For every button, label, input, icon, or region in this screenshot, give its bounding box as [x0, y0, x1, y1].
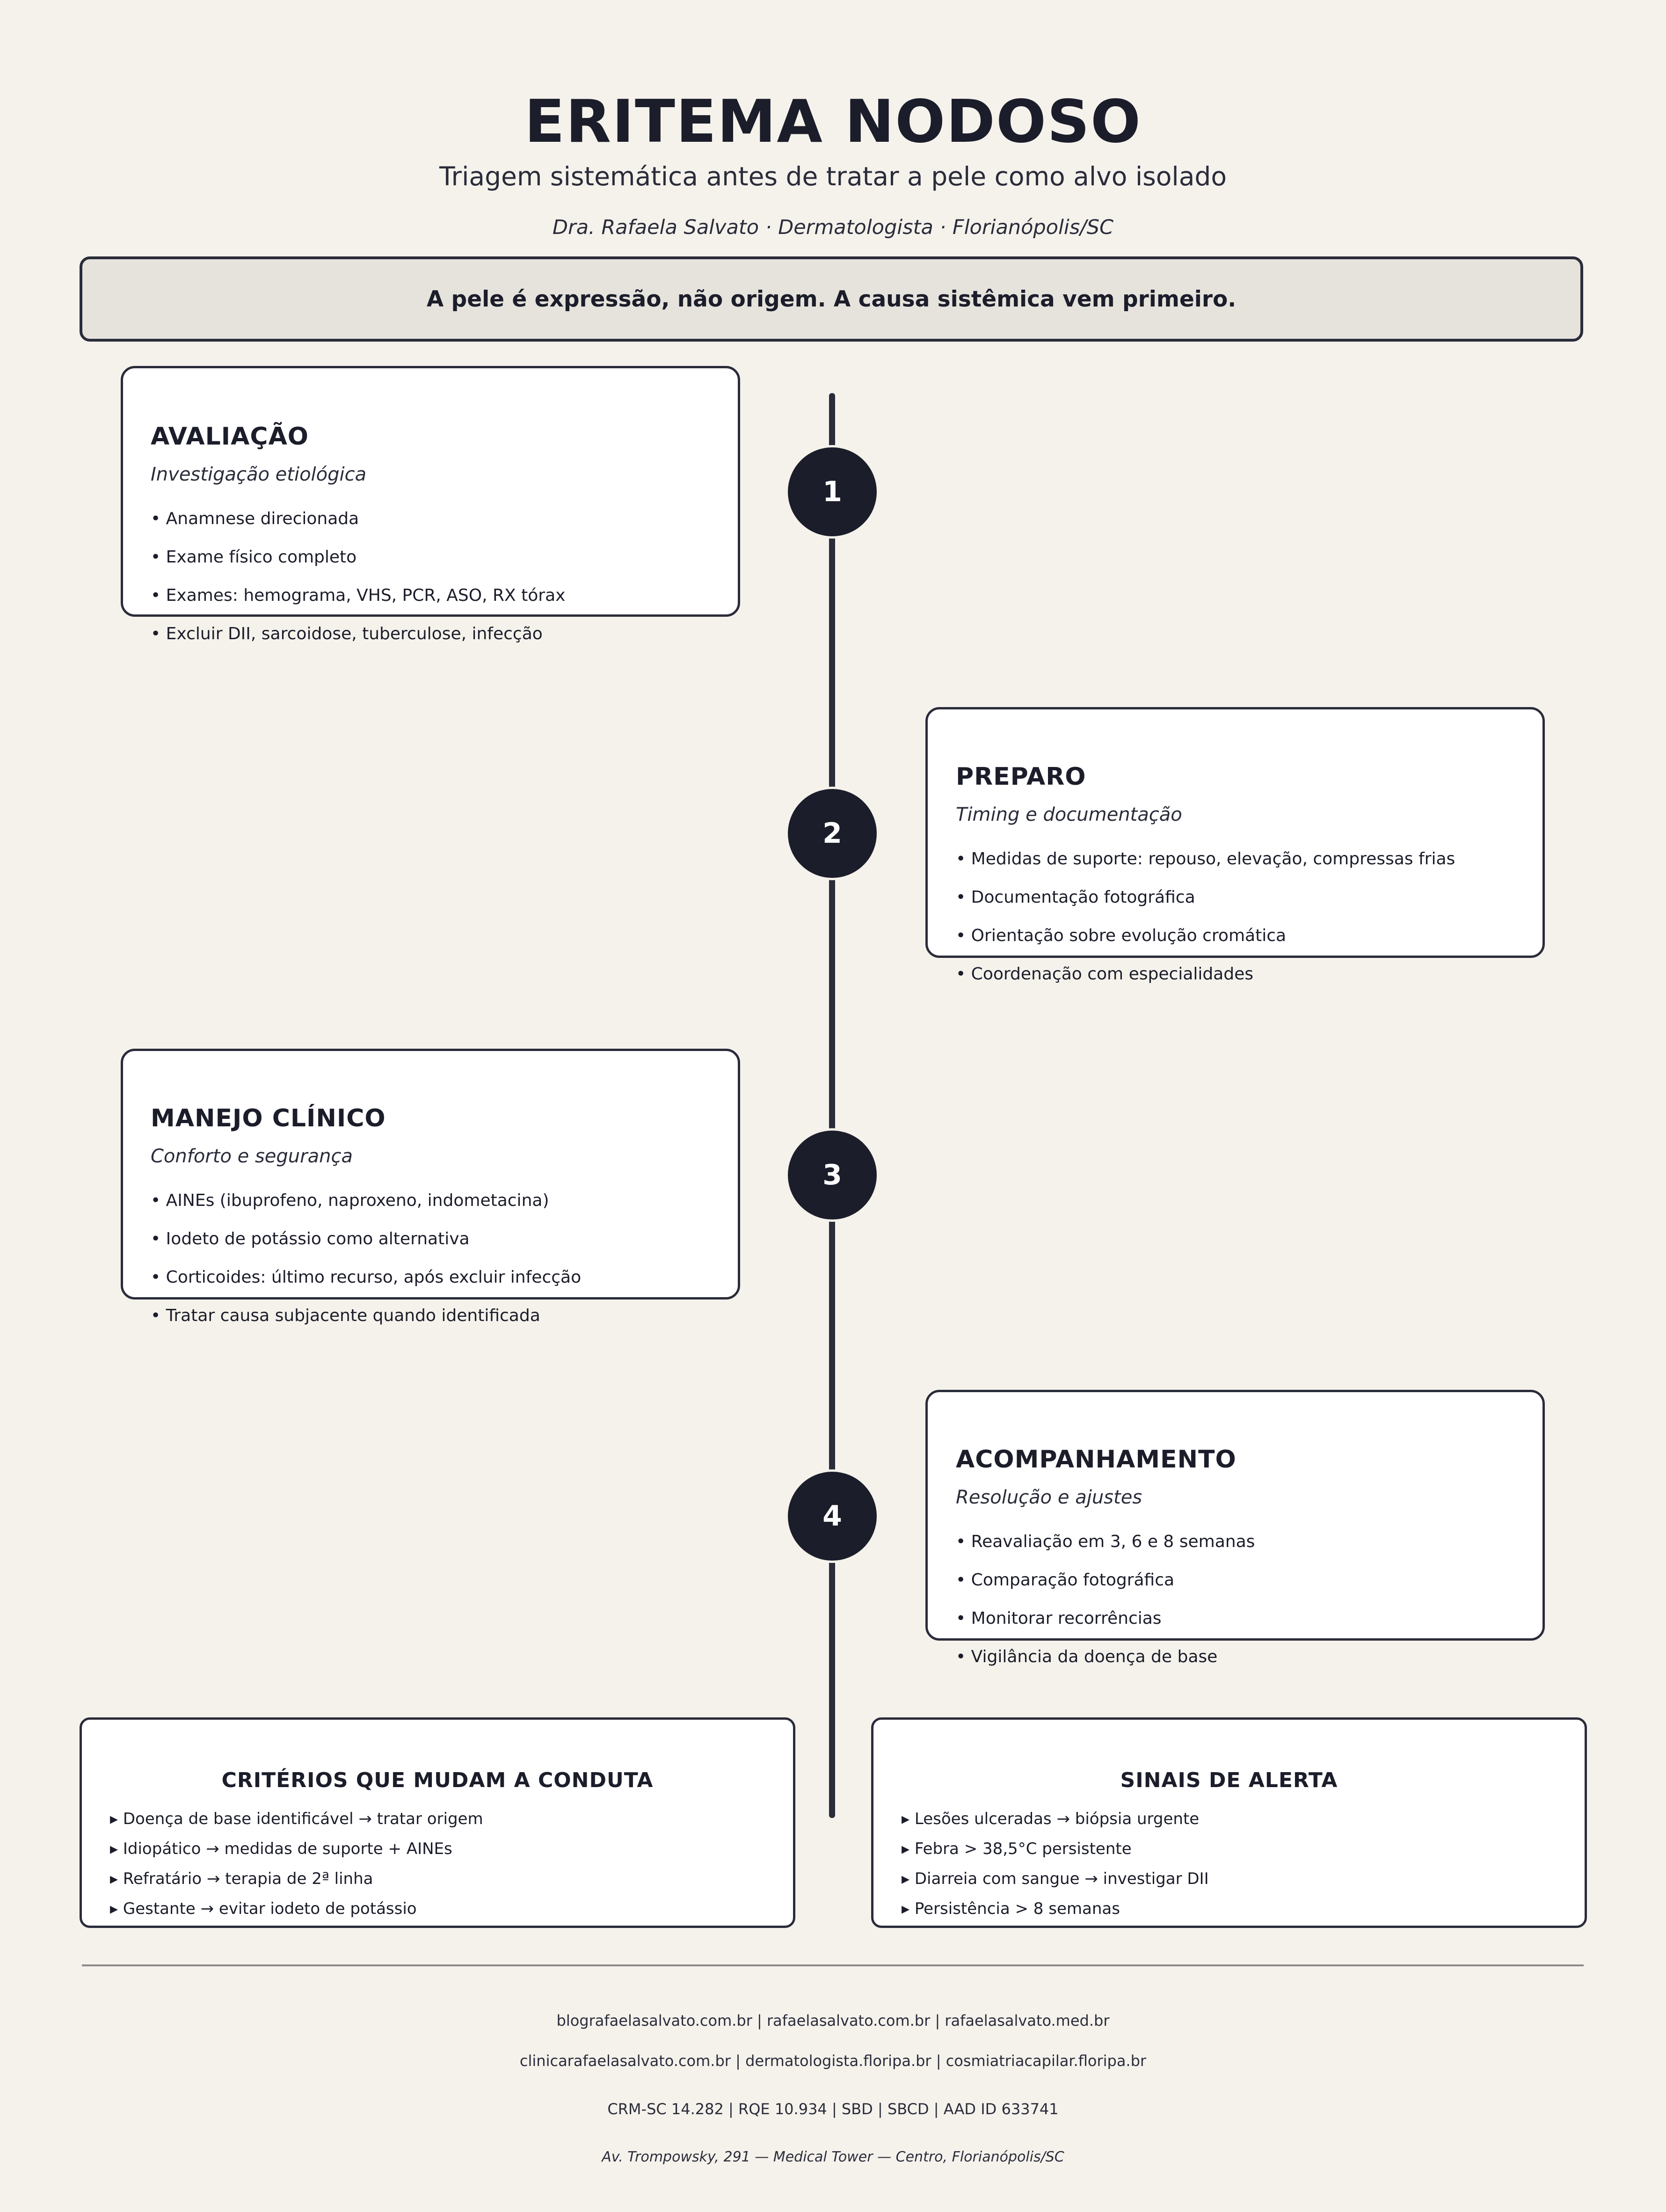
list-item: • Vigilância da doença de base — [956, 1647, 1218, 1666]
criteria-list: ▸ Doença de base identificável → tratar … — [110, 1804, 483, 1924]
step-subtitle: Conforto e segurança — [151, 1146, 353, 1167]
list-item: • Coordenação com especialidades — [956, 964, 1253, 984]
list-item: • Orientação sobre evolução cromática — [956, 926, 1287, 945]
step-item-list: • Anamnese direcionada • Exame físico co… — [151, 500, 712, 653]
step-subtitle: Investigação etiológica — [151, 464, 367, 485]
list-item: ▸ Idiopático → medidas de suporte + AINE… — [110, 1840, 452, 1858]
alerts-title: SINAIS DE ALERTA — [1120, 1768, 1338, 1792]
step-item-list: • Reavaliação em 3, 6 e 8 semanas • Comp… — [956, 1523, 1517, 1676]
list-item: ▸ Lesões ulceradas → biópsia urgente — [902, 1810, 1200, 1828]
list-item: • Excluir DII, sarcoidose, tuberculose, … — [151, 624, 543, 643]
step-card-acompanhamento — [925, 1390, 1545, 1641]
list-item: ▸ Gestante → evitar iodeto de potássio — [110, 1899, 417, 1918]
step-card-manejo-clinico — [121, 1049, 740, 1299]
list-item: • Tratar causa subjacente quando identif… — [151, 1306, 540, 1325]
list-item: • Reavaliação em 3, 6 e 8 semanas — [956, 1532, 1255, 1551]
step-content-acompanhamento: ACOMPANHAMENTO Resolução e ajustes • Rea… — [956, 1443, 1517, 1676]
list-item: • Exame físico completo — [151, 548, 357, 567]
list-item: • Corticoides: último recurso, após excl… — [151, 1268, 582, 1287]
list-item: ▸ Febra > 38,5°C persistente — [902, 1840, 1132, 1858]
step-title: AVALIAÇÃO — [151, 423, 309, 451]
criteria-title: CRITÉRIOS QUE MUDAM A CONDUTA — [221, 1768, 654, 1792]
step-node-1: 1 — [786, 445, 879, 539]
list-item: • Anamnese direcionada — [151, 509, 359, 528]
step-item-list: • Medidas de suporte: repouso, elevação,… — [956, 840, 1517, 993]
list-item: ▸ Persistência > 8 semanas — [902, 1899, 1120, 1918]
footer-divider — [82, 1964, 1584, 1966]
footer-address: Av. Trompowsky, 291 — Medical Tower — Ce… — [602, 2149, 1064, 2165]
list-item: • Monitorar recorrências — [956, 1609, 1162, 1628]
step-title: MANEJO CLÍNICO — [151, 1104, 386, 1132]
step-subtitle: Timing e documentação — [956, 804, 1182, 825]
page-title: ERITEMA NODOSO — [524, 87, 1142, 156]
author-line: Dra. Rafaela Salvato · Dermatologista · … — [552, 216, 1114, 239]
list-item: ▸ Doença de base identificável → tratar … — [110, 1810, 483, 1828]
step-title: PREPARO — [956, 763, 1086, 791]
key-message-text: A pele é expressão, não origem. A causa … — [426, 286, 1237, 312]
alerts-box: SINAIS DE ALERTA ▸ Lesões ulceradas → bi… — [871, 1717, 1587, 1928]
footer-credentials: CRM-SC 14.282 | RQE 10.934 | SBD | SBCD … — [607, 2100, 1059, 2118]
page-subtitle: Triagem sistemática antes de tratar a pe… — [439, 161, 1227, 191]
list-item: • Medidas de suporte: repouso, elevação,… — [956, 849, 1455, 869]
list-item: ▸ Diarreia com sangue → investigar DII — [902, 1869, 1209, 1888]
step-node-2: 2 — [786, 787, 879, 880]
timeline-line — [829, 393, 835, 1818]
key-message-banner: A pele é expressão, não origem. A causa … — [80, 256, 1583, 342]
footer-links-1: blografaelasalvato.com.br | rafaelasalva… — [556, 2012, 1110, 2029]
alerts-list: ▸ Lesões ulceradas → biópsia urgente ▸ F… — [902, 1804, 1209, 1924]
list-item: ▸ Refratário → terapia de 2ª linha — [110, 1869, 373, 1888]
step-title: ACOMPANHAMENTO — [956, 1445, 1237, 1474]
step-content-avaliacao: AVALIAÇÃO Investigação etiológica • Anam… — [151, 420, 712, 653]
step-content-manejo-clinico: MANEJO CLÍNICO Conforto e segurança • AI… — [151, 1102, 712, 1335]
list-item: • Documentação fotográfica — [956, 888, 1195, 907]
list-item: • AINEs (ibuprofeno, naproxeno, indometa… — [151, 1191, 549, 1210]
list-item: • Comparação fotográfica — [956, 1570, 1175, 1590]
list-item: • Iodeto de potássio como alternativa — [151, 1229, 470, 1248]
step-node-4: 4 — [786, 1469, 879, 1563]
footer-links-2: clinicarafaelasalvato.com.br | dermatolo… — [519, 2052, 1147, 2070]
list-item: • Exames: hemograma, VHS, PCR, ASO, RX t… — [151, 586, 566, 605]
step-subtitle: Resolução e ajustes — [956, 1487, 1142, 1508]
step-card-avaliacao — [121, 366, 740, 617]
step-content-preparo: PREPARO Timing e documentação • Medidas … — [956, 760, 1517, 993]
criteria-box: CRITÉRIOS QUE MUDAM A CONDUTA ▸ Doença d… — [80, 1717, 795, 1928]
step-card-preparo — [925, 707, 1545, 958]
step-node-3: 3 — [786, 1128, 879, 1222]
step-item-list: • AINEs (ibuprofeno, naproxeno, indometa… — [151, 1182, 712, 1335]
